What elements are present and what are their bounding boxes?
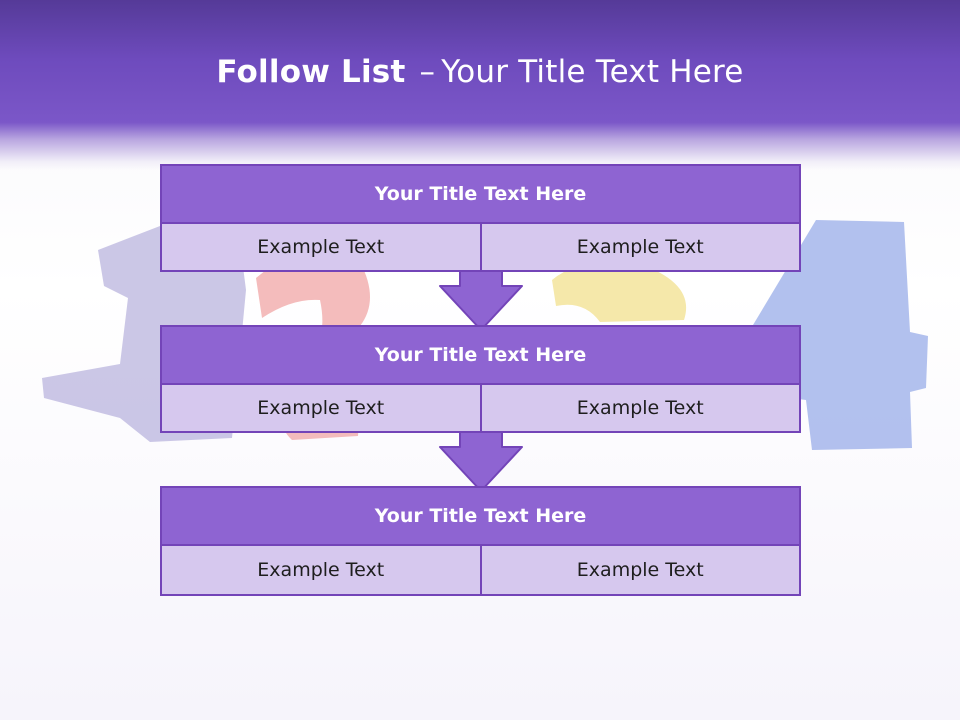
list-block-2: Your Title Text Here Example Text Exampl… — [160, 325, 801, 433]
block-cell-right: Example Text — [479, 224, 799, 270]
title-separator: – — [419, 54, 436, 90]
block-title: Your Title Text Here — [162, 166, 799, 224]
block-title: Your Title Text Here — [162, 488, 799, 546]
block-cell-right: Example Text — [479, 385, 799, 431]
block-cell-left: Example Text — [162, 224, 480, 270]
title-bold: Follow List — [216, 54, 406, 90]
block-cell-left: Example Text — [162, 546, 480, 594]
block-cell-right: Example Text — [479, 546, 799, 594]
down-arrow-icon — [439, 431, 523, 492]
block-row: Example Text Example Text — [162, 385, 799, 431]
bg-digit-three — [552, 262, 687, 322]
slide-title: Follow List–Your Title Text Here — [0, 54, 960, 90]
block-title: Your Title Text Here — [162, 327, 799, 385]
bg-digit-two — [256, 253, 370, 440]
block-row: Example Text Example Text — [162, 546, 799, 594]
header-band — [0, 0, 960, 170]
list-block-1: Your Title Text Here Example Text Exampl… — [160, 164, 801, 272]
down-arrow-icon — [439, 270, 523, 331]
title-rest: Your Title Text Here — [441, 54, 744, 90]
block-cell-left: Example Text — [162, 385, 480, 431]
block-row: Example Text Example Text — [162, 224, 799, 270]
list-block-3: Your Title Text Here Example Text Exampl… — [160, 486, 801, 596]
